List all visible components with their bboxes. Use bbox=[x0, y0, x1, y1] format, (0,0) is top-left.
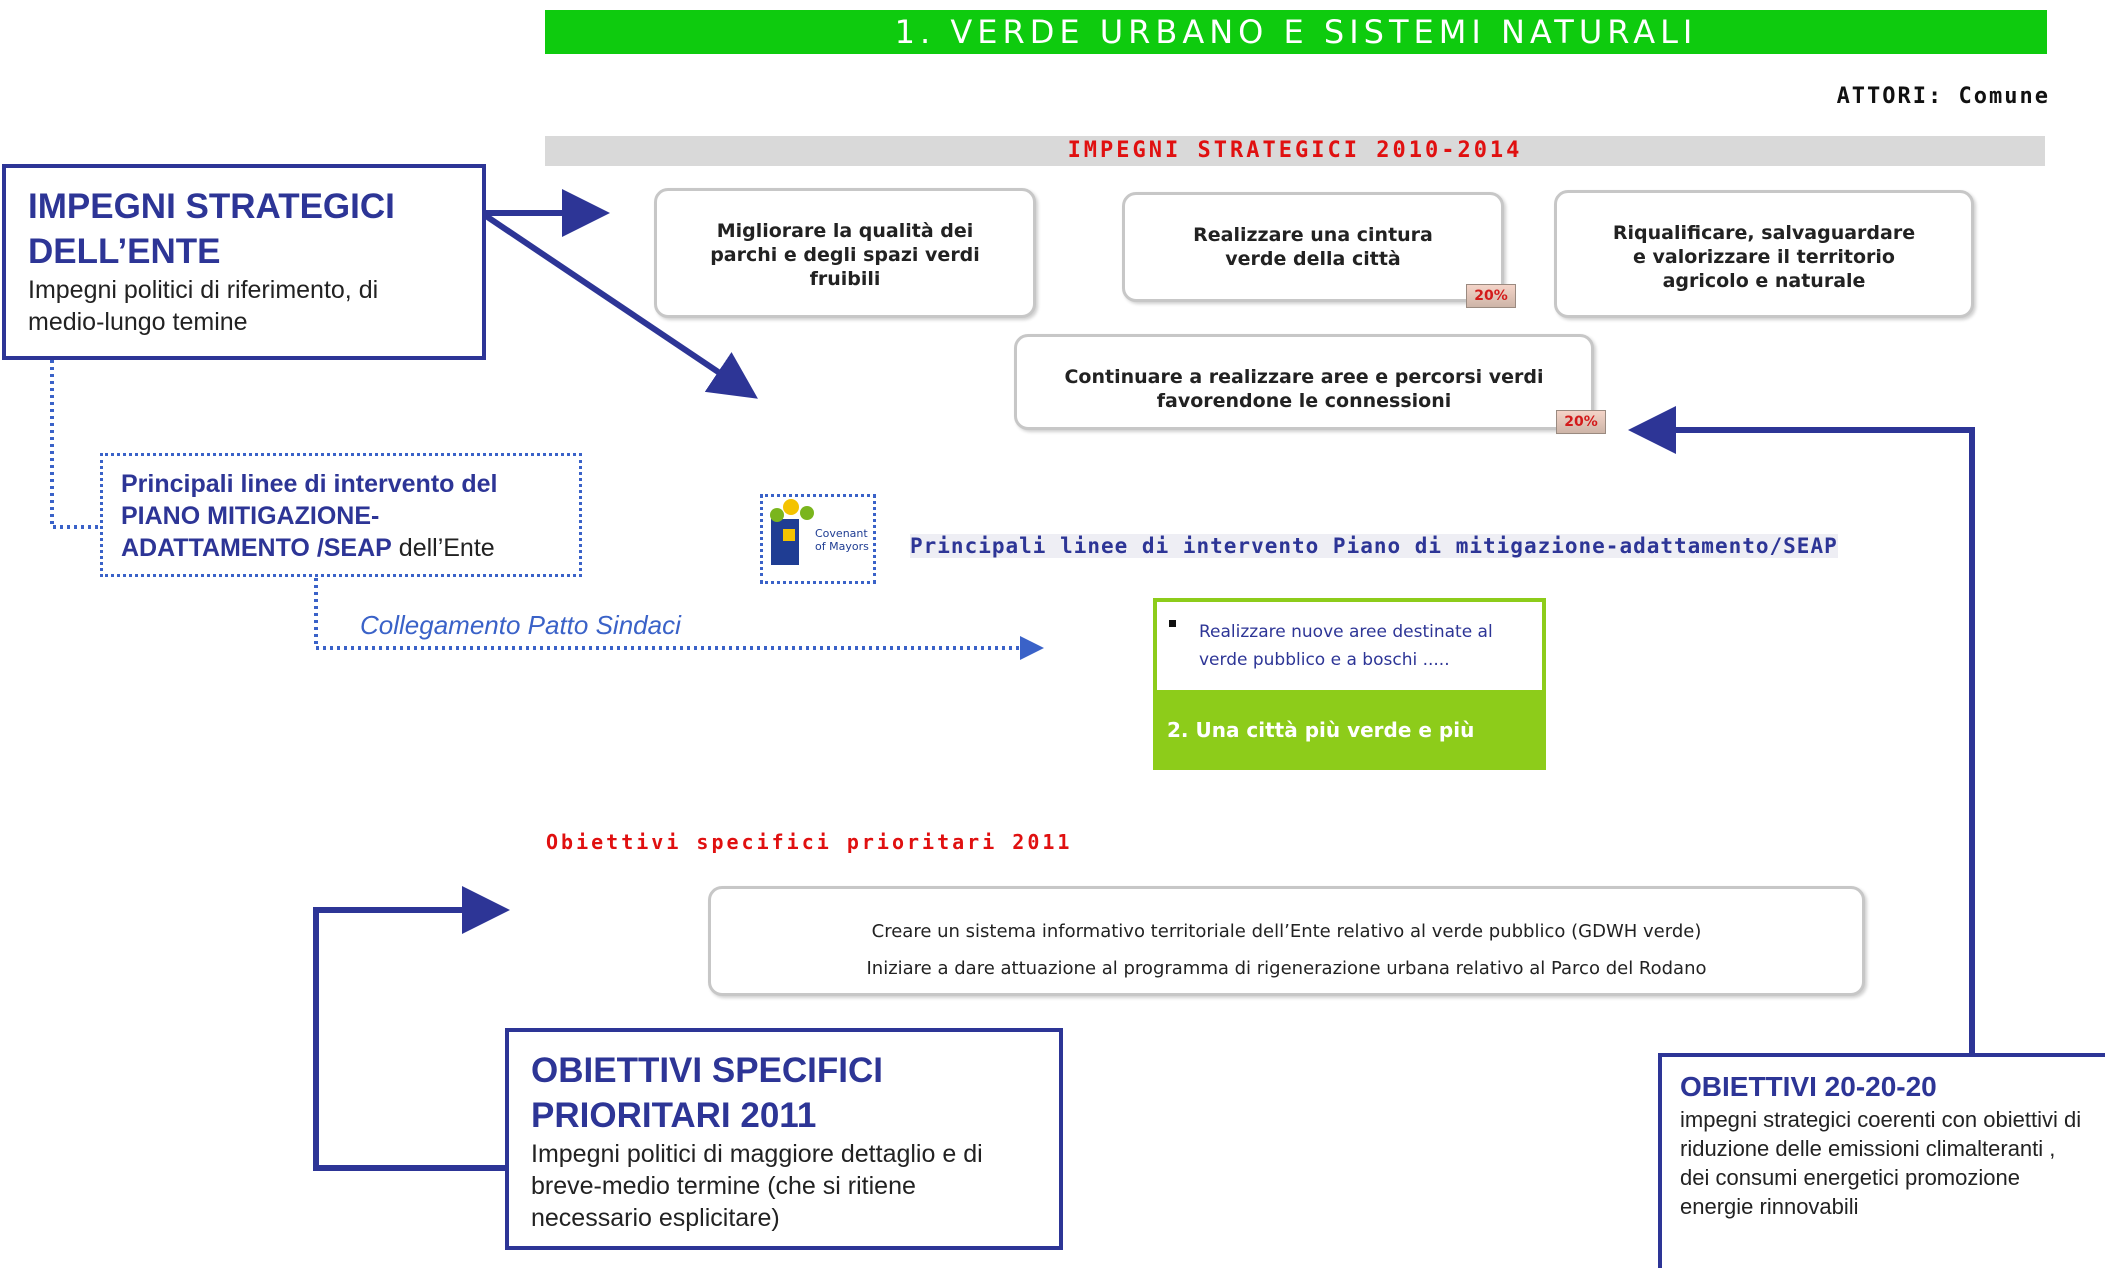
obiettivo-item: Iniziare a dare attuazione al programma … bbox=[866, 958, 1707, 979]
callout-title-line: IMPEGNI STRATEGICI bbox=[28, 187, 395, 226]
callout-body: impegni strategici coerenti con obiettiv… bbox=[1680, 1107, 2082, 1219]
covenant-logo-icon bbox=[770, 499, 814, 565]
callout-obiettivi-specifici: OBIETTIVI SPECIFICI PRIORITARI 2011 Impe… bbox=[505, 1028, 1063, 1250]
impegno-card-1: Migliorare la qualità dei parchi e degli… bbox=[654, 188, 1036, 318]
logo-text: Covenant of Mayors bbox=[815, 527, 869, 553]
dotted-connector-piano bbox=[50, 360, 100, 529]
attori-label: ATTORI: Comune bbox=[1836, 84, 2050, 109]
piano-line: ADATTAMENTO /SEAP bbox=[121, 534, 392, 562]
impegni-header-bar: IMPEGNI STRATEGICI 2010-2014 bbox=[545, 136, 2045, 166]
obiettivi-title: Obiettivi specifici prioritari 2011 bbox=[546, 830, 1073, 854]
impegno-card-text: Continuare a realizzare aree e percorsi … bbox=[1064, 366, 1544, 412]
piano-mitigazione-box: Principali linee di intervento del PIANO… bbox=[100, 453, 582, 577]
collegamento-label: Collegamento Patto Sindaci bbox=[360, 610, 681, 640]
callout-obiettivi-20-20-20: OBIETTIVI 20-20-20 impegni strategici co… bbox=[1658, 1053, 2105, 1268]
callout-title-line: PRIORITARI 2011 bbox=[531, 1096, 817, 1135]
piano-line-rest: dell’Ente bbox=[391, 534, 495, 562]
arrow-bracket-obiettivi bbox=[313, 886, 510, 1171]
seap-action-label: 2. Una città più verde e più efficiente bbox=[1157, 690, 1542, 822]
piano-line: Principali linee di intervento del bbox=[121, 470, 498, 498]
callout-impegni-strategici: IMPEGNI STRATEGICI DELL’ENTE Impegni pol… bbox=[2, 164, 486, 360]
impegno-card-text: Migliorare la qualità dei parchi e degli… bbox=[710, 220, 980, 290]
seap-heading: Principali linee di intervento Piano di … bbox=[910, 534, 1910, 558]
piano-line: PIANO MITIGAZIONE- bbox=[121, 502, 380, 530]
seap-action-text: Realizzare nuove aree destinate al verde… bbox=[1199, 622, 1493, 670]
impegno-card-text: Realizzare una cintura verde della città bbox=[1193, 224, 1433, 270]
percent-badge: 20% bbox=[1556, 410, 1606, 434]
callout-title-line: OBIETTIVI SPECIFICI bbox=[531, 1051, 883, 1090]
obiettivi-card: Creare un sistema informativo territoria… bbox=[708, 886, 1865, 996]
page-title: 1. VERDE URBANO E SISTEMI NATURALI bbox=[545, 10, 2047, 54]
callout-title-line: OBIETTIVI 20-20-20 bbox=[1680, 1071, 1937, 1102]
percent-badge: 20% bbox=[1466, 284, 1516, 308]
dotted-arrow-collegamento bbox=[314, 578, 1044, 660]
arrow-diagonal bbox=[484, 213, 758, 399]
impegno-card-2: Realizzare una cintura verde della città bbox=[1122, 192, 1504, 302]
arrow-2020 bbox=[1628, 406, 1975, 1053]
impegno-card-4: Continuare a realizzare aree e percorsi … bbox=[1014, 334, 1594, 430]
callout-title-line: DELL’ENTE bbox=[28, 232, 221, 271]
seap-heading-text: Principali linee di intervento Piano di … bbox=[910, 534, 1838, 558]
callout-body: Impegni politici di maggiore dettaglio e… bbox=[531, 1140, 983, 1232]
seap-action-card: Realizzare nuove aree destinate al verde… bbox=[1153, 598, 1546, 822]
covenant-of-mayors-logo: Covenant of Mayors bbox=[760, 494, 876, 584]
seap-action-text-area: Realizzare nuove aree destinate al verde… bbox=[1157, 602, 1542, 690]
callout-body: Impegni politici di riferimento, di medi… bbox=[28, 276, 379, 336]
impegno-card-3: Riqualificare, salvaguardare e valorizza… bbox=[1554, 190, 1974, 318]
bullet-icon bbox=[1169, 620, 1176, 627]
obiettivo-item: Creare un sistema informativo territoria… bbox=[871, 921, 1702, 942]
impegno-card-text: Riqualificare, salvaguardare e valorizza… bbox=[1612, 222, 1916, 292]
